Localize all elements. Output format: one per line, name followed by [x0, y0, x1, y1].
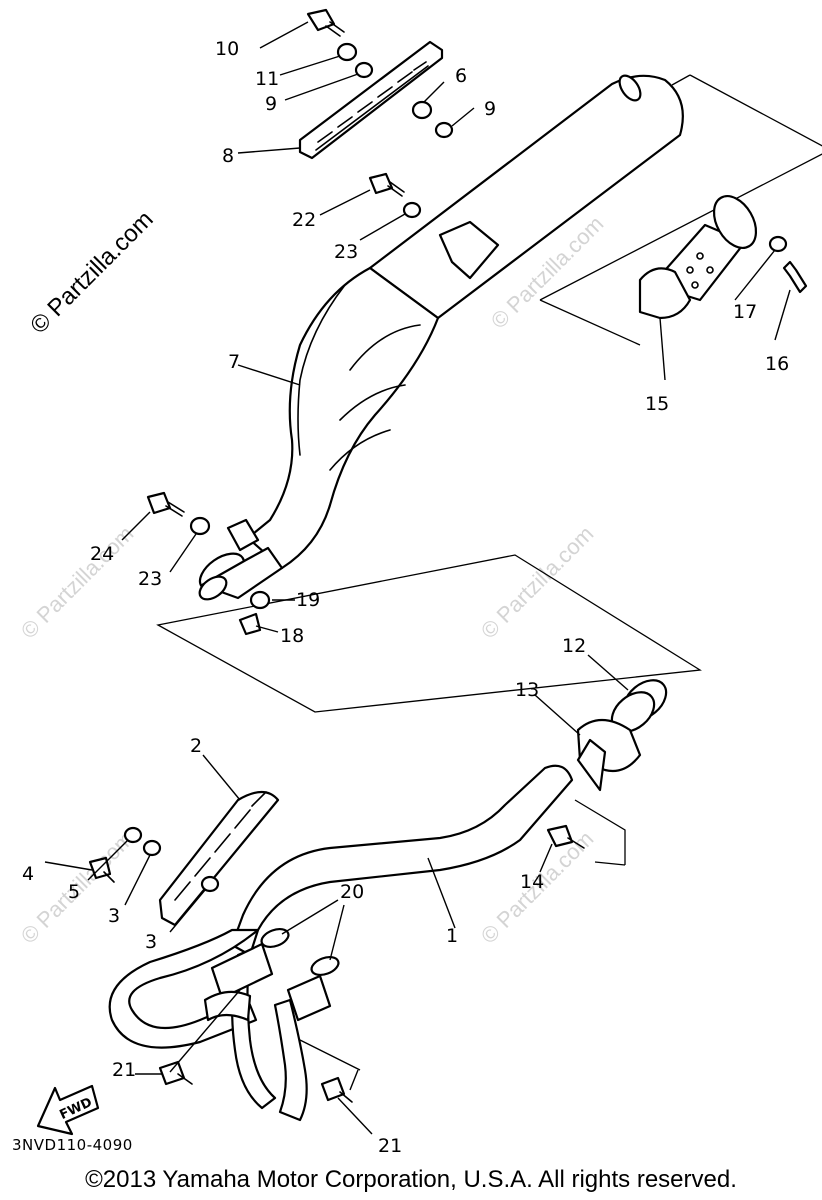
- callout-4: 4: [22, 863, 34, 885]
- assembly-box-silencer-end: [539, 74, 822, 346]
- washer-3b: [200, 875, 220, 893]
- silencer-insert-15: [638, 195, 758, 320]
- callout-3: 3: [145, 931, 157, 953]
- fwd-arrow-icon: FWD: [36, 1084, 100, 1136]
- callout-13: 13: [515, 679, 539, 701]
- gasket-20b: [310, 955, 340, 977]
- callout-18: 18: [280, 625, 304, 647]
- nut-19: [249, 590, 271, 610]
- washer-5: [123, 826, 143, 844]
- callout-21: 21: [378, 1135, 402, 1157]
- callout-5: 5: [68, 881, 80, 903]
- watermark-main: © Partzilla.com: [25, 206, 158, 339]
- callout-10: 10: [215, 38, 239, 60]
- bolt-21a: [158, 1060, 193, 1086]
- assembly-box-pipe-end: [574, 799, 626, 866]
- watermark: © Partzilla.com: [476, 521, 599, 644]
- heat-protector-8: [298, 40, 444, 160]
- muffler-7: [198, 74, 684, 601]
- callout-1: 1: [446, 925, 458, 947]
- bolt-21b: [320, 1076, 353, 1103]
- callout-14: 14: [520, 871, 544, 893]
- callout-19: 19: [296, 589, 320, 611]
- leader-lines: [44, 21, 791, 1135]
- callout-21: 21: [112, 1059, 136, 1081]
- assembly-box-joint: [156, 554, 702, 713]
- washer-11: [336, 42, 358, 62]
- callout-15: 15: [645, 393, 669, 415]
- callout-20: 20: [340, 881, 364, 903]
- bolt-24: [146, 491, 185, 517]
- callout-11: 11: [255, 68, 279, 90]
- callout-8: 8: [222, 145, 234, 167]
- callout-23: 23: [334, 241, 358, 263]
- callout-12: 12: [562, 635, 586, 657]
- washer-9a: [354, 61, 374, 79]
- callout-6: 6: [455, 65, 467, 87]
- washer-9b: [434, 121, 454, 139]
- callout-16: 16: [765, 353, 789, 375]
- bolt-18: [238, 612, 262, 636]
- callout-17: 17: [733, 301, 757, 323]
- bolt-22: [368, 172, 405, 197]
- washer-17: [768, 235, 788, 253]
- gasket-20a: [260, 927, 290, 949]
- washer-3a: [142, 839, 162, 857]
- clamp-13: [576, 718, 642, 792]
- callout-7: 7: [228, 351, 240, 373]
- gasket-12: [610, 679, 668, 733]
- washer-23b: [189, 516, 211, 536]
- callout-9: 9: [265, 93, 277, 115]
- callout-22: 22: [292, 209, 316, 231]
- callout-23: 23: [138, 568, 162, 590]
- callout-3: 3: [108, 905, 120, 927]
- copyright-notice: ©2013 Yamaha Motor Corporation, U.S.A. A…: [85, 1166, 737, 1193]
- callouts: 10 11 9 6 9 8 22 23 7 17 16 15 24 23 19 …: [22, 38, 789, 1157]
- bolt-16: [782, 260, 808, 294]
- watermark: © Partzilla.com: [16, 521, 139, 644]
- bolt-10: [306, 8, 345, 37]
- washer-6: [411, 100, 433, 120]
- washer-23a: [402, 201, 422, 219]
- exhaust-pipe-1: [108, 764, 574, 1122]
- bolt-14: [546, 824, 585, 849]
- callout-24: 24: [90, 543, 114, 565]
- diagram-code: 3NVD110-4090: [12, 1136, 133, 1154]
- callout-9: 9: [484, 98, 496, 120]
- callout-2: 2: [190, 735, 202, 757]
